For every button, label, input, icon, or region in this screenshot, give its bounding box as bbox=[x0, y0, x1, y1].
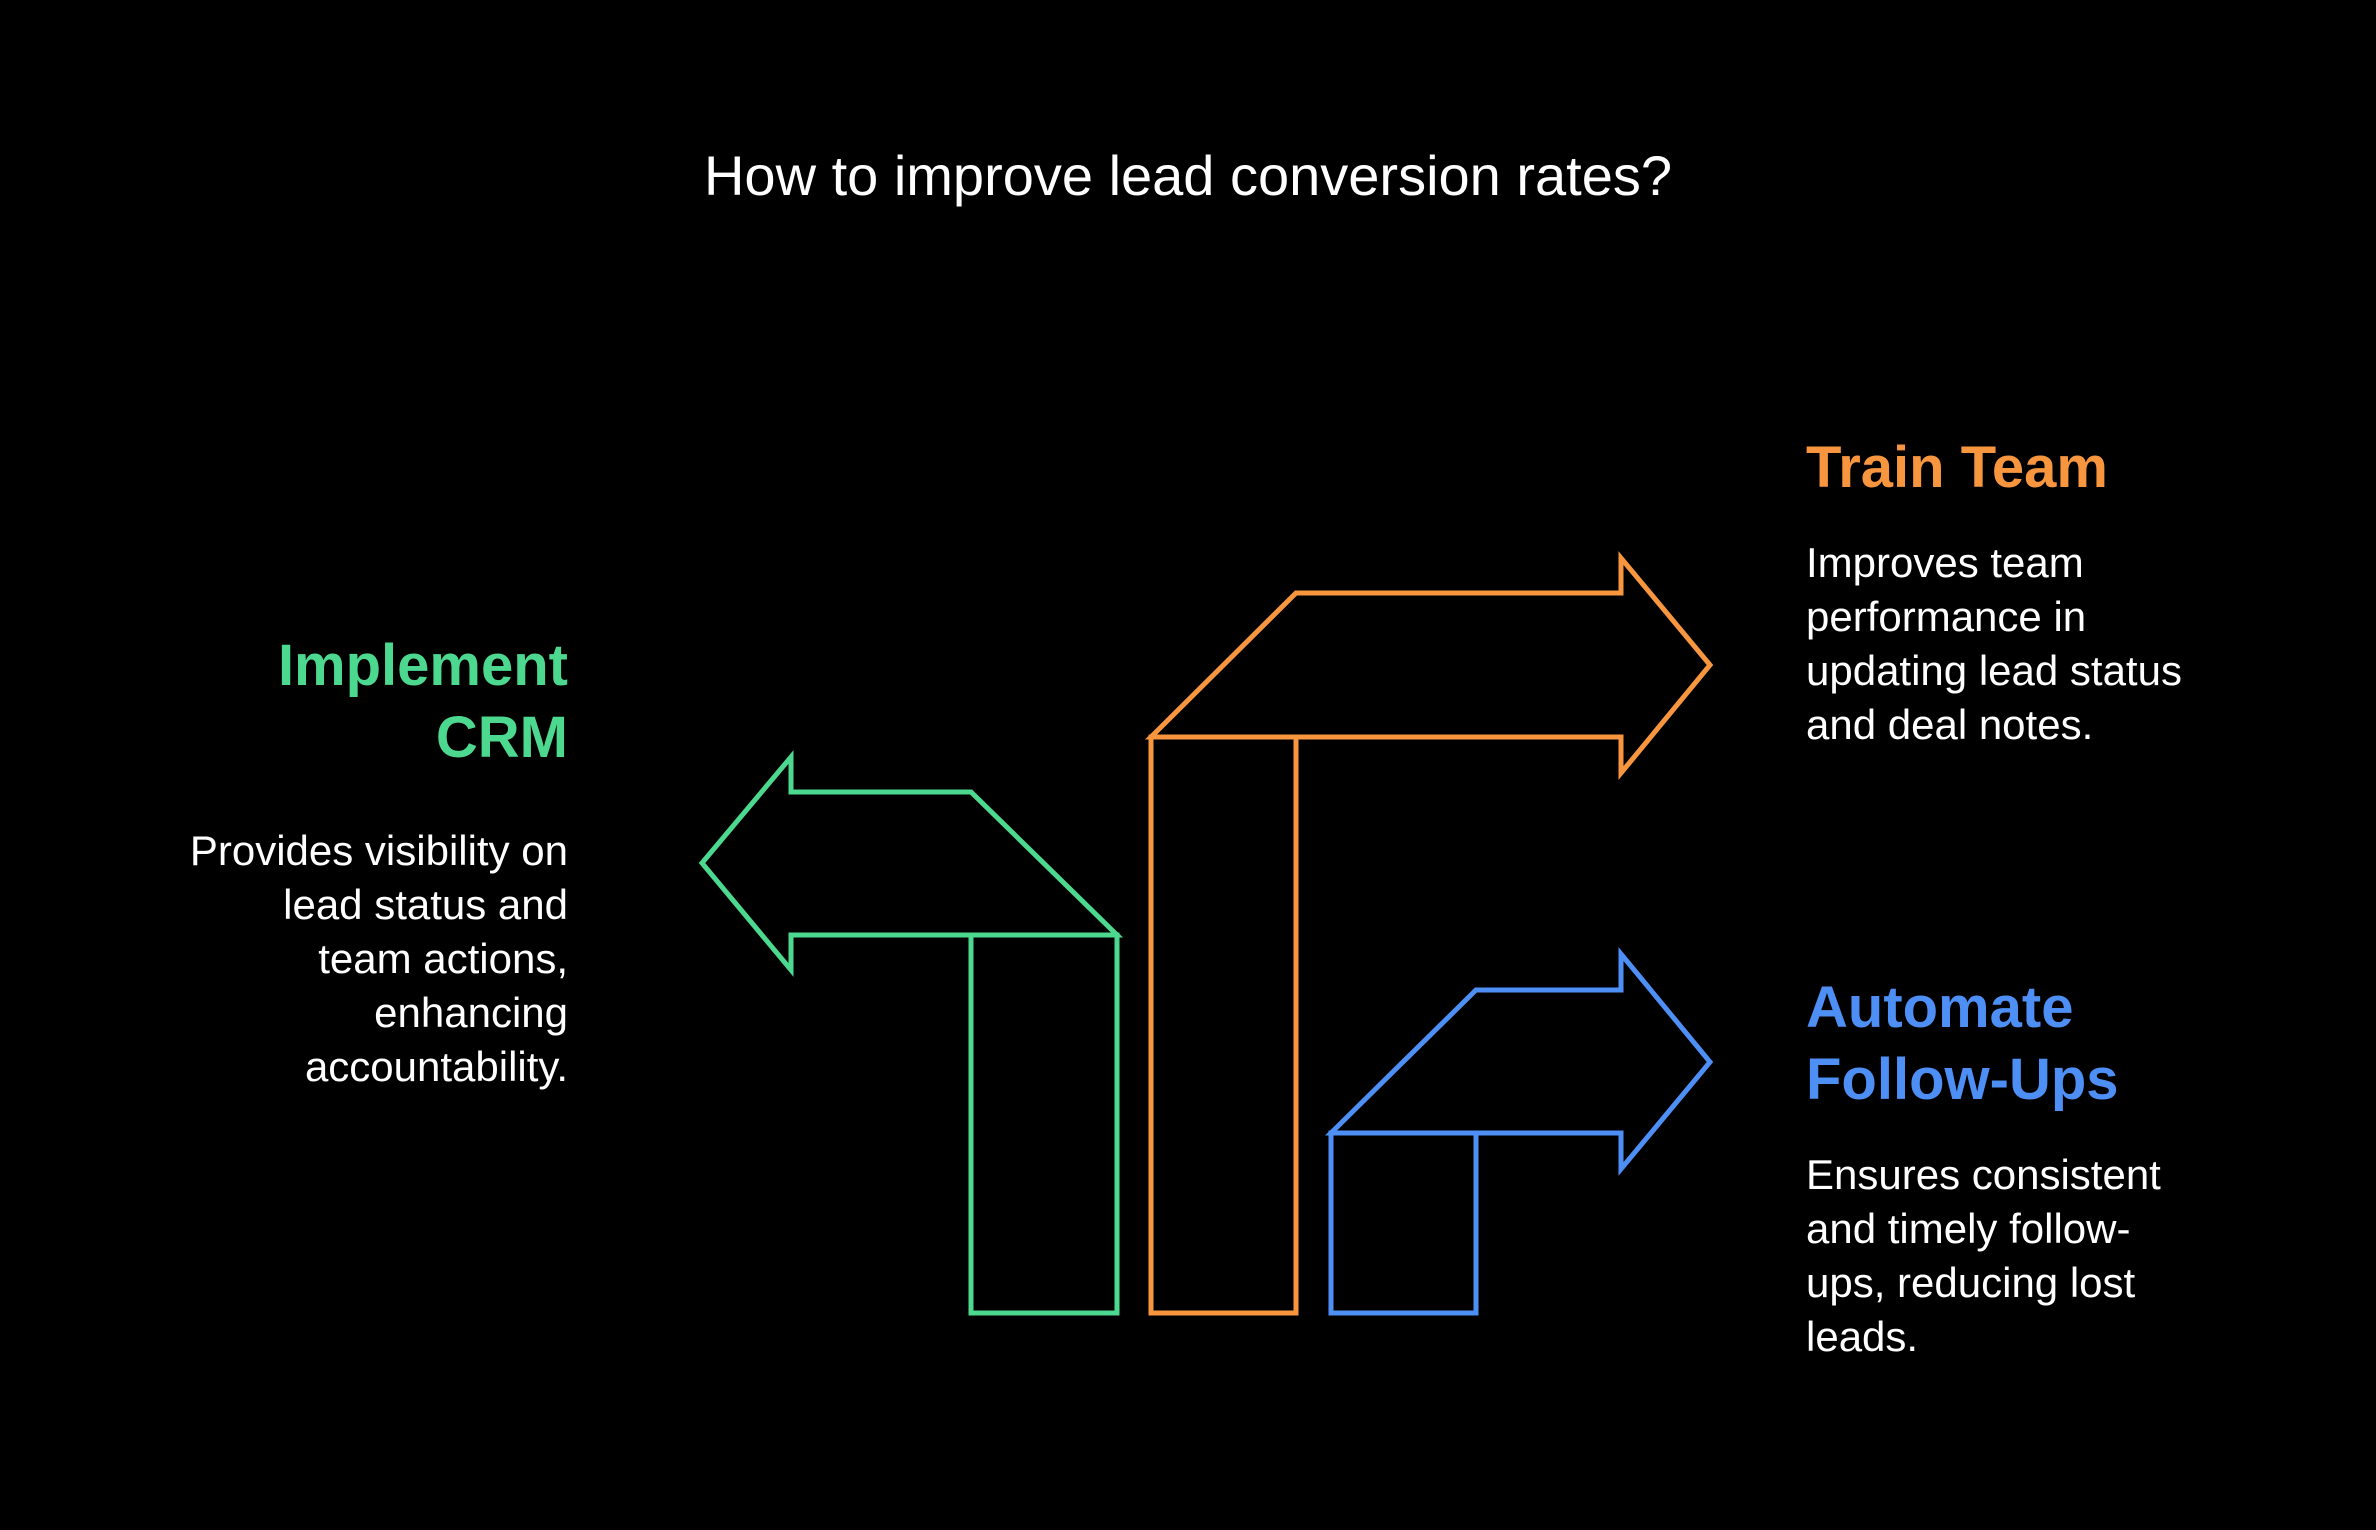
train-heading: Train Team bbox=[1806, 432, 2246, 504]
crm-block: Implement CRM Provides visibility on lea… bbox=[140, 630, 568, 1094]
crm-arrow bbox=[698, 750, 1124, 1316]
auto-desc-line: and timely follow- bbox=[1806, 1205, 2131, 1252]
crm-desc-line: enhancing bbox=[374, 989, 568, 1036]
auto-desc-line: leads. bbox=[1806, 1313, 1919, 1360]
train-description: Improves team performance in updating le… bbox=[1806, 536, 2246, 752]
auto-arrow bbox=[1324, 947, 1714, 1316]
auto-desc-line: Ensures consistent bbox=[1806, 1151, 2161, 1198]
train-arrow bbox=[1144, 551, 1714, 1316]
crm-desc-line: accountability. bbox=[304, 1043, 568, 1090]
auto-desc-line: ups, reducing lost bbox=[1806, 1259, 2136, 1306]
auto-heading: Automate Follow-Ups bbox=[1806, 972, 2246, 1116]
crm-desc-line: Provides visibility on bbox=[189, 827, 568, 874]
train-block: Train Team Improves team performance in … bbox=[1806, 432, 2246, 752]
auto-heading-line: Automate bbox=[1806, 975, 2074, 1040]
train-heading-line: Train Team bbox=[1806, 435, 2108, 500]
train-desc-line: Improves team bbox=[1806, 539, 2084, 586]
crm-heading-line: CRM bbox=[435, 705, 568, 770]
auto-block: Automate Follow-Ups Ensures consistent a… bbox=[1806, 972, 2246, 1364]
train-desc-line: and deal notes. bbox=[1806, 701, 2094, 748]
auto-description: Ensures consistent and timely follow- up… bbox=[1806, 1148, 2246, 1364]
train-desc-line: performance in bbox=[1806, 593, 2087, 640]
crm-desc-line: lead status and bbox=[283, 881, 568, 928]
diagram-title: How to improve lead conversion rates? bbox=[703, 144, 1673, 207]
train-desc-line: updating lead status bbox=[1806, 647, 2182, 694]
crm-desc-line: team actions, bbox=[318, 935, 568, 982]
crm-heading: Implement CRM bbox=[140, 630, 568, 774]
crm-heading-line: Implement bbox=[277, 633, 568, 698]
auto-heading-line: Follow-Ups bbox=[1806, 1047, 2119, 1112]
crm-description: Provides visibility on lead status and t… bbox=[140, 824, 568, 1094]
